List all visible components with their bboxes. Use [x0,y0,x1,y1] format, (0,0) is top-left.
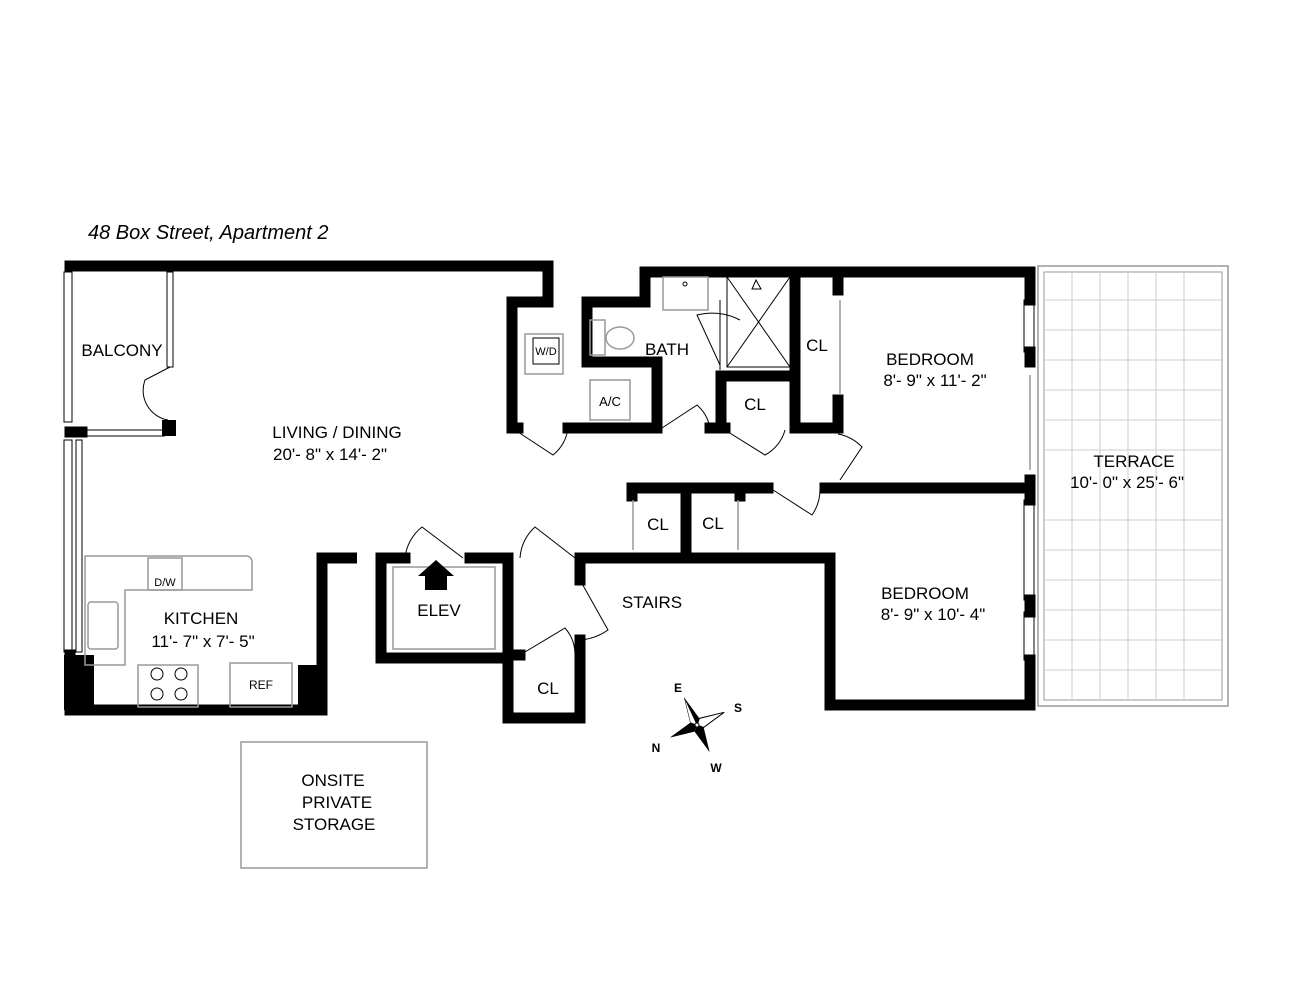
kitchen-sink [87,601,119,650]
shower [726,276,791,368]
terrace [1037,265,1229,707]
compass-icon [669,697,725,753]
closet-label: CL [702,514,724,533]
closet-label: CL [537,679,559,698]
compass-e: E [674,681,682,695]
ac-label: A/C [599,394,621,409]
ref-label: REF [249,678,273,692]
closet-label: CL [744,395,766,414]
arrow-up-icon [418,560,454,590]
windows [63,271,1035,661]
bedroom1-dim: 8'- 9" x 11'- 2" [883,371,986,390]
living-dim: 20'- 8" x 14'- 2" [273,445,387,464]
compass-s: S [734,701,742,715]
living-label: LIVING / DINING [272,423,401,442]
elevator-cab [392,566,496,650]
bath-sink [662,276,709,311]
storage-label-3: STORAGE [293,815,376,834]
dw-label: D/W [154,577,176,589]
bedroom1-label: BEDROOM [886,350,974,369]
wd-label: W/D [535,346,556,358]
stove [137,664,199,708]
toilet [605,326,635,350]
kitchen-label: KITCHEN [164,609,239,628]
storage-label-2: PRIVATE [302,793,372,812]
bedroom2-dim: 8'- 9" x 10'- 4" [881,605,986,624]
bedroom2-label: BEDROOM [881,584,969,603]
elev-label: ELEV [417,601,461,620]
terrace-label: TERRACE [1093,452,1174,471]
walls [64,260,1036,724]
compass-w: W [710,761,722,775]
closet-label: CL [647,515,669,534]
plan-title: 48 Box Street, Apartment 2 [88,222,329,244]
closet-label: CL [806,336,828,355]
kitchen-counter [84,555,253,666]
storage-label-1: ONSITE [301,771,364,790]
terrace-dim: 10'- 0" x 25'- 6" [1070,473,1184,492]
bath-label: BATH [645,340,689,359]
balcony-label: BALCONY [81,341,162,360]
fixtures: W/D A/C D/W REF [84,276,791,708]
room-labels: BALCONY LIVING / DINING 20'- 8" x 14'- 2… [81,336,1184,834]
storage-box [240,741,428,869]
doors [142,300,863,656]
compass-n: N [652,741,661,755]
kitchen-dim: 11'- 7" x 7'- 5" [151,632,254,651]
stairs-label: STAIRS [622,593,682,612]
